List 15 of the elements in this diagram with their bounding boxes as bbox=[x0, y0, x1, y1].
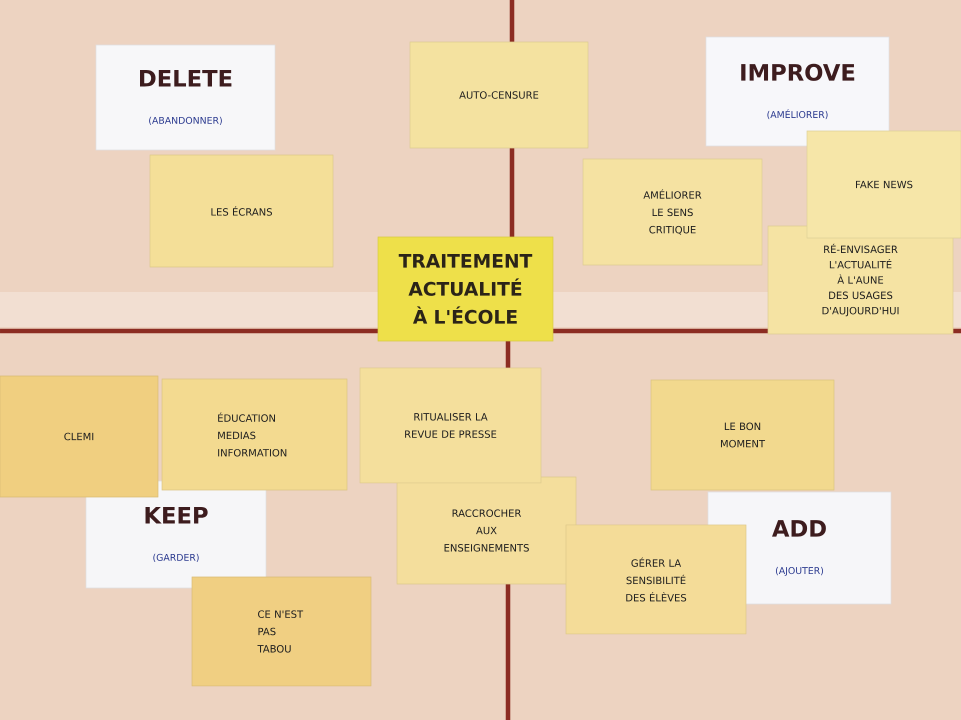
sticky-note: CE N'EST PAS TABOU bbox=[192, 576, 372, 686]
sticky-note: ÉDUCATION MEDIAS INFORMATION bbox=[162, 378, 348, 490]
sticky-note: AUTO-CENSURE bbox=[410, 42, 588, 148]
sticky-note: RACCROCHER AUX ENSEIGNEMENTS bbox=[396, 476, 576, 584]
sticky-note: FAKE NEWS bbox=[806, 130, 961, 238]
sticky-note: RÉ-ENVISAGER L'ACTUALITÉ À L'AUNE DES USAGES D'AUJOURD'HUI bbox=[768, 226, 954, 334]
header-card: DELETE (ABANDONNER) bbox=[96, 44, 276, 150]
header-card: IMPROVE (AMÉLIORER) bbox=[706, 36, 890, 146]
sticky-note: AMÉLIORER LE SENS CRITIQUE bbox=[582, 158, 762, 266]
sticky-note: CLEMI bbox=[0, 376, 158, 498]
sticky-note: LES ÉCRANS bbox=[150, 154, 334, 268]
sticky-note: LE BON MOMENT bbox=[650, 380, 834, 490]
topic-note: TRAITEMENT ACTUALITÉ À L'ÉCOLE bbox=[378, 236, 554, 342]
sticky-note: RITUALISER LA REVUE DE PRESSE bbox=[360, 368, 542, 484]
sticky-note: GÉRER LA SENSIBILITÉ DES ÉLÈVES bbox=[566, 524, 746, 634]
